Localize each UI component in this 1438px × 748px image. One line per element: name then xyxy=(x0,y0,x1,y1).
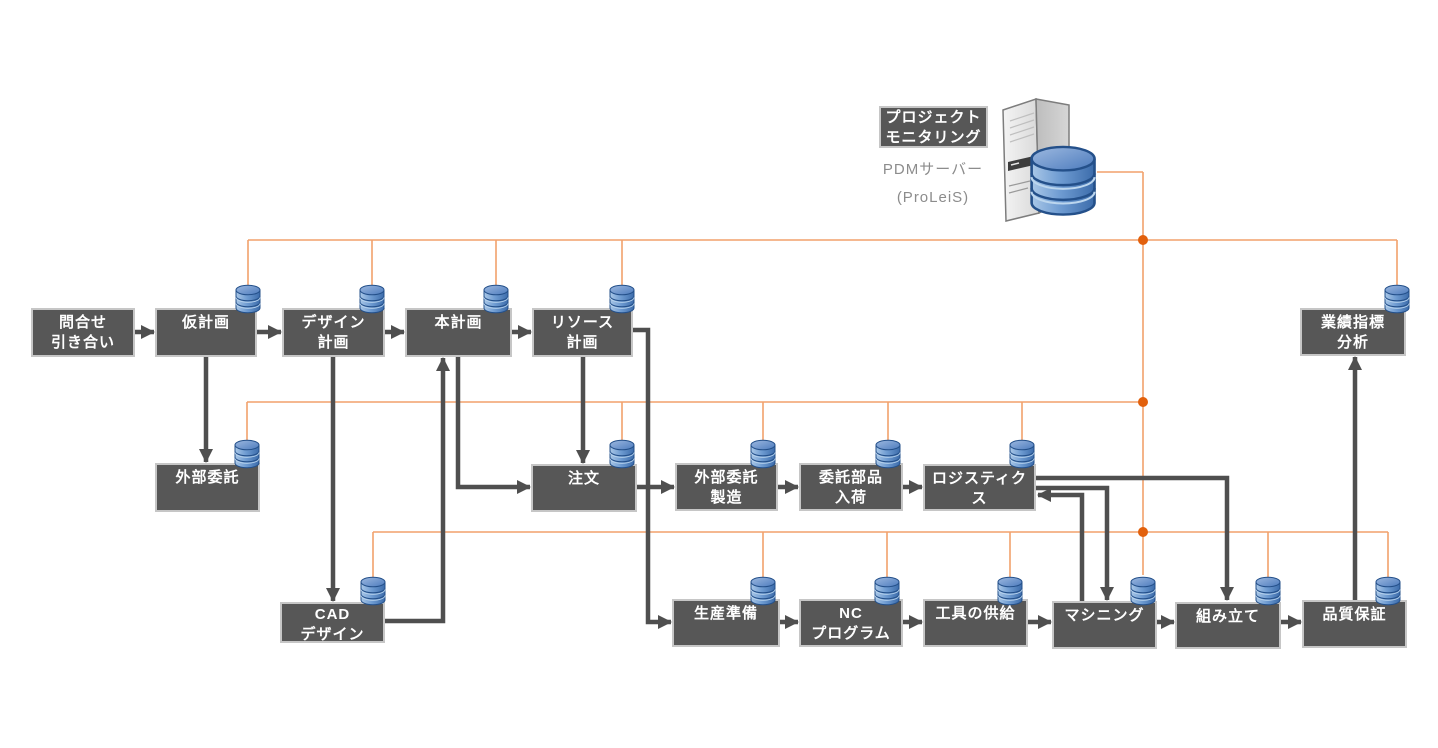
node-kpi-analysis-label: 業績指標 分析 xyxy=(1320,314,1385,351)
node-production-preparation: 生産準備 xyxy=(672,599,780,647)
flow-arrow xyxy=(1036,485,1114,601)
pdm-database-icon xyxy=(1030,145,1096,216)
node-quality-assurance-label: 品質保証 xyxy=(1322,606,1387,623)
flow-arrow xyxy=(633,327,672,629)
node-outsourcing-label: 外部委託 xyxy=(175,469,240,486)
node-outsourced-manufacturing-label: 外部委託 製造 xyxy=(694,469,759,506)
node-resource-plan-label: リソース 計画 xyxy=(550,314,615,351)
node-order: 注文 xyxy=(531,464,637,512)
node-consigned-parts-arrival: 委託部品 入荷 xyxy=(799,463,903,511)
node-production-preparation-label: 生産準備 xyxy=(693,605,758,622)
node-cad-design-label: CAD デザイン xyxy=(300,606,365,643)
node-resource-plan: リソース 計画 xyxy=(532,308,633,357)
project-monitoring-text: プロジェクト モニタリング xyxy=(885,109,982,146)
project-monitoring-label: プロジェクト モニタリング xyxy=(879,106,988,148)
node-preliminary-plan: 仮計画 xyxy=(155,308,257,357)
junction-dot xyxy=(1138,397,1148,407)
node-logistics: ロジスティクス xyxy=(923,464,1036,511)
flow-arrow xyxy=(455,357,531,494)
junction-dot xyxy=(1138,235,1148,245)
node-preliminary-plan-label: 仮計画 xyxy=(181,314,230,331)
node-assembly: 組み立て xyxy=(1175,602,1281,649)
node-logistics-label: ロジスティクス xyxy=(931,470,1028,507)
flow-arrow xyxy=(385,357,450,624)
network-junction-dots xyxy=(1138,235,1148,537)
pdm-server-icon xyxy=(1002,97,1096,222)
node-nc-program: NC プログラム xyxy=(799,599,903,647)
pdm-server-name: PDMサーバー xyxy=(882,161,984,178)
flow-arrow xyxy=(1037,488,1085,601)
pdm-network-line xyxy=(246,171,1398,582)
node-design-plan: デザイン 計画 xyxy=(282,308,385,357)
node-machining-label: マシニング xyxy=(1064,607,1145,624)
node-cad-design: CAD デザイン xyxy=(280,602,385,643)
node-nc-program-label: NC プログラム xyxy=(811,605,891,642)
node-kpi-analysis: 業績指標 分析 xyxy=(1300,308,1406,356)
node-quality-assurance: 品質保証 xyxy=(1302,600,1407,648)
node-consigned-parts-arrival-label: 委託部品 入荷 xyxy=(818,469,883,506)
node-outsourcing: 外部委託 xyxy=(155,463,260,512)
node-design-plan-label: デザイン 計画 xyxy=(301,314,366,351)
pdm-server-product: (ProLeiS) xyxy=(896,189,970,206)
node-outsourced-manufacturing: 外部委託 製造 xyxy=(675,463,778,511)
node-inquiry: 問合せ 引き合い xyxy=(31,308,135,357)
flow-arrow xyxy=(1036,475,1234,601)
node-order-label: 注文 xyxy=(567,470,600,487)
node-machining: マシニング xyxy=(1052,601,1157,649)
node-main-plan-label: 本計画 xyxy=(434,314,483,331)
database-icon xyxy=(1255,576,1281,606)
node-tool-supply: 工具の供給 xyxy=(923,599,1028,647)
database-icon xyxy=(360,576,386,606)
junction-dot xyxy=(1138,527,1148,537)
node-inquiry-label: 問合せ 引き合い xyxy=(50,314,115,351)
node-tool-supply-label: 工具の供給 xyxy=(935,605,1016,622)
node-main-plan: 本計画 xyxy=(405,308,512,357)
node-assembly-label: 組み立て xyxy=(1195,608,1260,625)
